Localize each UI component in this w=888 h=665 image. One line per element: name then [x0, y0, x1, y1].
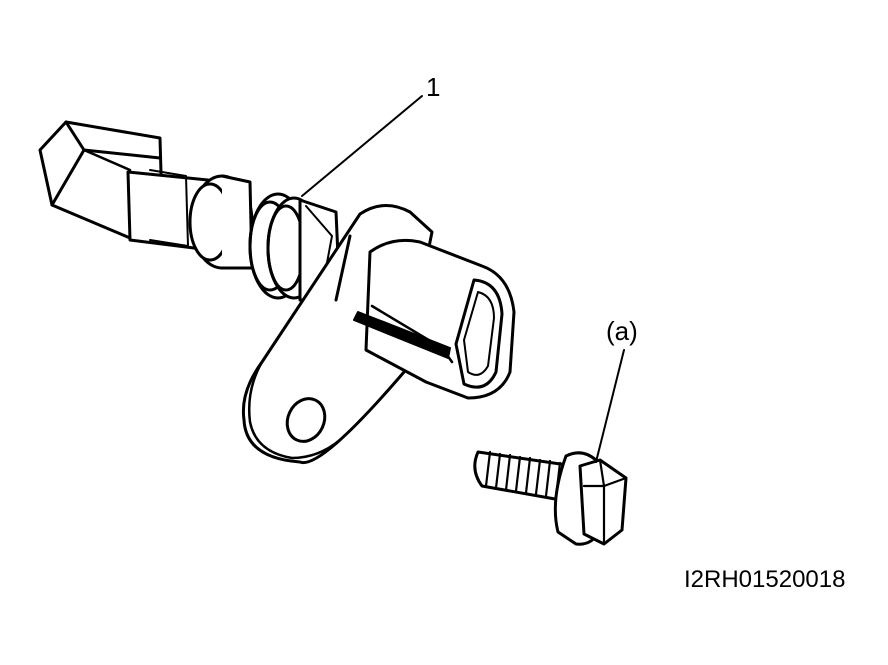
figure-code: I2RH01520018	[684, 566, 846, 593]
callout-1: 1	[426, 72, 441, 102]
connector-housing	[353, 238, 516, 400]
sensor-shaft	[38, 120, 212, 252]
leader-line-a	[595, 349, 625, 463]
leader-line-1	[301, 95, 423, 197]
leader-lines	[301, 95, 625, 463]
bolt	[473, 450, 628, 546]
sensor-collar	[188, 174, 254, 270]
bolt-hole	[285, 397, 327, 443]
callout-a: (a)	[606, 316, 638, 346]
